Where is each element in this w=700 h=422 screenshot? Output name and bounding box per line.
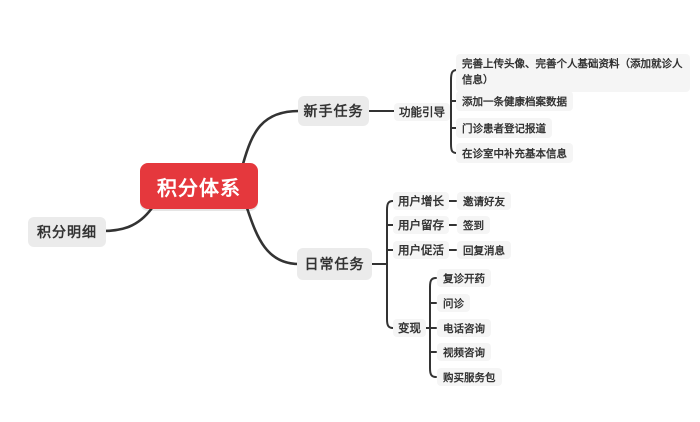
node-points-system[interactable]: 积分体系 <box>140 163 258 209</box>
root-branch-curves <box>100 109 301 266</box>
node-video-consult[interactable]: 视频咨询 <box>437 343 491 361</box>
node-monetization[interactable]: 变现 <box>393 319 426 337</box>
node-user-growth[interactable]: 用户增长 <box>393 192 449 210</box>
node-newbie-tasks[interactable]: 新手任务 <box>298 96 369 126</box>
node-feature-guide[interactable]: 功能引导 <box>394 103 450 121</box>
node-repeat-prescription[interactable]: 复诊开药 <box>437 269 491 287</box>
node-user-activation[interactable]: 用户促活 <box>393 241 449 259</box>
node-complete-profile[interactable]: 完善上传头像、完善个人基础资料（添加就诊人信息） <box>456 54 690 92</box>
node-reply-messages[interactable]: 回复消息 <box>457 241 511 259</box>
node-buy-service-package[interactable]: 购买服务包 <box>437 368 502 386</box>
node-user-retention[interactable]: 用户留存 <box>393 216 449 234</box>
node-outpatient-register[interactable]: 门诊患者登记报道 <box>456 118 552 138</box>
node-consultation[interactable]: 问诊 <box>437 294 470 312</box>
node-phone-consult[interactable]: 电话咨询 <box>437 319 491 337</box>
node-daily-tasks[interactable]: 日常任务 <box>297 248 372 280</box>
node-add-health-record[interactable]: 添加一条健康档案数据 <box>456 91 573 111</box>
node-supplement-basic-info[interactable]: 在诊室中补充基本信息 <box>456 143 573 163</box>
node-check-in[interactable]: 签到 <box>457 216 490 234</box>
node-invite-friends[interactable]: 邀请好友 <box>457 192 511 210</box>
node-points-detail[interactable]: 积分明细 <box>28 217 106 247</box>
